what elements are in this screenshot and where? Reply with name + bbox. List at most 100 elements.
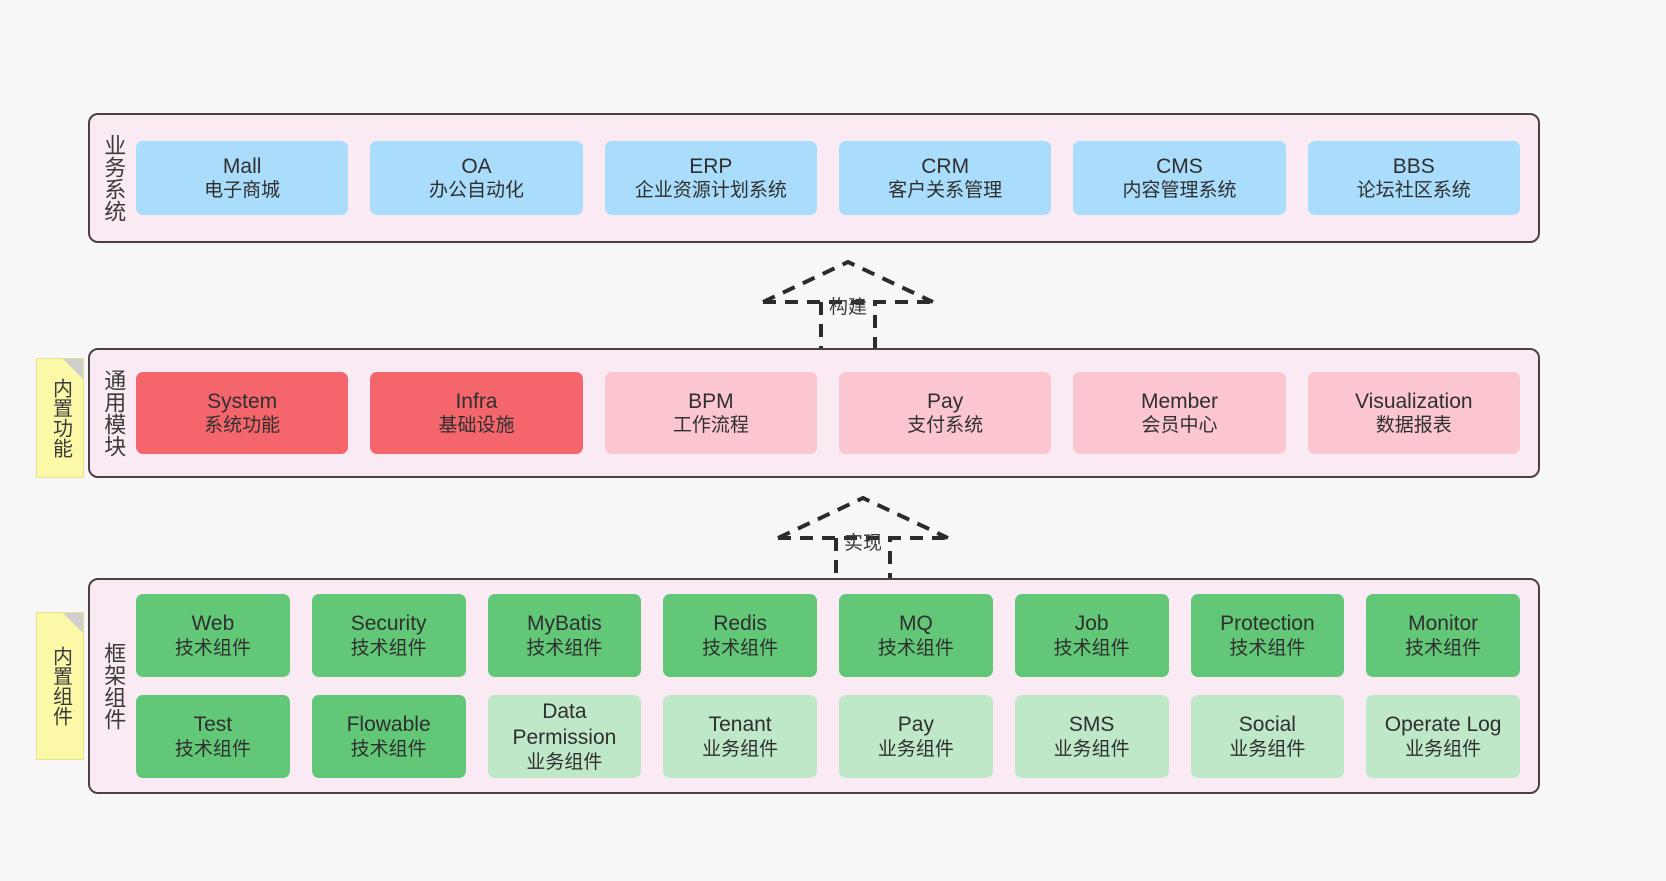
note-fold-icon (63, 613, 83, 633)
node-mybatis-desc: 技术组件 (526, 637, 603, 659)
node-crm-name: CRM (921, 154, 970, 178)
business-system-row: Mall 电子商城 OA 办公自动化 ERP 企业资源计划系统 CRM 客户关系… (136, 141, 1520, 215)
node-security-name: Security (350, 612, 427, 636)
node-bbs-name: BBS (1392, 154, 1435, 178)
note-fold-icon (63, 359, 83, 379)
framework-tech-row: Web 技术组件 Security 技术组件 MyBatis 技术组件 Redi… (136, 594, 1520, 677)
node-tenant[interactable]: Tenant 业务组件 (663, 695, 817, 778)
node-flowable-name: Flowable (346, 713, 431, 737)
node-visualization-name: Visualization (1355, 389, 1473, 413)
node-social-desc: 业务组件 (1229, 738, 1306, 760)
node-social-name: Social (1238, 713, 1296, 737)
node-social[interactable]: Social 业务组件 (1190, 695, 1345, 778)
node-bbs[interactable]: BBS 论坛社区系统 (1307, 141, 1520, 215)
node-bpm[interactable]: BPM 工作流程 (604, 372, 817, 454)
node-pay-component-desc: 业务组件 (877, 738, 954, 760)
node-mq-desc: 技术组件 (877, 637, 954, 659)
node-redis[interactable]: Redis 技术组件 (663, 594, 817, 677)
note-builtin-features: 内置功能 (36, 358, 84, 478)
node-protection-name: Protection (1220, 612, 1315, 636)
node-operate-log-desc: 业务组件 (1405, 738, 1482, 760)
node-member-desc: 会员中心 (1141, 415, 1218, 437)
layer-common-module-body: System 系统功能 Infra 基础设施 BPM 工作流程 Pay 支付系统… (136, 350, 1538, 476)
node-mall[interactable]: Mall 电子商城 (136, 141, 349, 215)
node-pay-module[interactable]: Pay 支付系统 (838, 372, 1052, 454)
node-web[interactable]: Web 技术组件 (136, 594, 290, 677)
layer-business-system: 业务系统 Mall 电子商城 OA 办公自动化 ERP 企业资源计划系统 CRM (88, 113, 1540, 243)
node-oa-desc: 办公自动化 (428, 180, 524, 202)
node-pay-module-name: Pay (927, 389, 964, 413)
node-system-desc: 系统功能 (204, 415, 281, 437)
layer-business-system-title: 业务系统 (101, 134, 127, 222)
node-protection-desc: 技术组件 (1229, 637, 1306, 659)
node-web-name: Web (191, 612, 235, 636)
layer-framework-component-title: 框架组件 (101, 642, 127, 730)
node-pay-component-name: Pay (897, 713, 934, 737)
node-erp-name: ERP (689, 154, 733, 178)
node-visualization-desc: 数据报表 (1375, 415, 1452, 437)
node-mq-name: MQ (898, 612, 933, 636)
node-flowable-desc: 技术组件 (350, 738, 427, 760)
node-monitor-name: Monitor (1408, 612, 1479, 636)
node-visualization[interactable]: Visualization 数据报表 (1307, 372, 1520, 454)
node-system[interactable]: System 系统功能 (136, 372, 349, 454)
node-tenant-desc: 业务组件 (702, 738, 779, 760)
node-test[interactable]: Test 技术组件 (136, 695, 290, 778)
node-oa[interactable]: OA 办公自动化 (370, 141, 583, 215)
node-infra-desc: 基础设施 (438, 415, 515, 437)
node-tenant-name: Tenant (708, 713, 772, 737)
node-job[interactable]: Job 技术组件 (1014, 594, 1169, 677)
node-mybatis[interactable]: MyBatis 技术组件 (487, 594, 642, 677)
node-security-desc: 技术组件 (350, 637, 427, 659)
layer-common-module: 通用模块 System 系统功能 Infra 基础设施 BPM 工作流程 Pay (88, 348, 1540, 478)
note-builtin-components: 内置组件 (36, 612, 84, 760)
node-web-desc: 技术组件 (174, 637, 251, 659)
node-bpm-desc: 工作流程 (672, 415, 749, 437)
connector-build: 构建 (753, 256, 943, 356)
node-job-desc: 技术组件 (1053, 637, 1130, 659)
node-mall-desc: 电子商城 (204, 180, 281, 202)
connector-build-label: 构建 (828, 297, 868, 318)
note-builtin-features-label: 内置功能 (49, 378, 72, 458)
layer-business-system-body: Mall 电子商城 OA 办公自动化 ERP 企业资源计划系统 CRM 客户关系… (136, 115, 1538, 241)
node-infra-name: Infra (455, 389, 498, 413)
node-infra[interactable]: Infra 基础设施 (370, 372, 583, 454)
layer-framework-component: 框架组件 Web 技术组件 Security 技术组件 MyBatis 技术组件… (88, 578, 1540, 794)
node-sms-desc: 业务组件 (1053, 738, 1130, 760)
node-protection[interactable]: Protection 技术组件 (1190, 594, 1345, 677)
node-bbs-desc: 论坛社区系统 (1356, 180, 1471, 202)
node-member[interactable]: Member 会员中心 (1073, 372, 1286, 454)
node-pay-module-desc: 支付系统 (907, 415, 984, 437)
node-flowable[interactable]: Flowable 技术组件 (311, 695, 466, 778)
framework-biz-row: Test 技术组件 Flowable 技术组件 Data Permission … (136, 695, 1520, 778)
connector-realize-label: 实现 (843, 533, 883, 554)
node-operate-log[interactable]: Operate Log 业务组件 (1366, 695, 1520, 778)
node-job-name: Job (1074, 612, 1109, 636)
node-cms[interactable]: CMS 内容管理系统 (1073, 141, 1286, 215)
layer-framework-component-body: Web 技术组件 Security 技术组件 MyBatis 技术组件 Redi… (136, 580, 1538, 792)
node-security[interactable]: Security 技术组件 (311, 594, 466, 677)
node-data-permission[interactable]: Data Permission 业务组件 (487, 695, 642, 778)
note-builtin-components-label: 内置组件 (49, 646, 72, 726)
node-member-name: Member (1140, 389, 1218, 413)
node-mall-name: Mall (222, 154, 262, 178)
node-sms[interactable]: SMS 业务组件 (1014, 695, 1169, 778)
node-operate-log-name: Operate Log (1384, 713, 1502, 737)
common-module-row: System 系统功能 Infra 基础设施 BPM 工作流程 Pay 支付系统… (136, 372, 1520, 454)
node-mq[interactable]: MQ 技术组件 (839, 594, 993, 677)
node-data-permission-desc: 业务组件 (526, 751, 603, 773)
node-bpm-name: BPM (688, 389, 734, 413)
node-redis-name: Redis (713, 612, 767, 636)
node-monitor[interactable]: Monitor 技术组件 (1366, 594, 1520, 677)
node-test-name: Test (193, 713, 233, 737)
connector-realize: 实现 (768, 492, 958, 592)
node-pay-component[interactable]: Pay 业务组件 (839, 695, 993, 778)
node-system-name: System (207, 389, 278, 413)
node-monitor-desc: 技术组件 (1405, 637, 1482, 659)
node-erp-desc: 企业资源计划系统 (634, 180, 787, 202)
node-crm[interactable]: CRM 客户关系管理 (838, 141, 1052, 215)
layer-common-module-title: 通用模块 (101, 369, 127, 457)
node-redis-desc: 技术组件 (702, 637, 779, 659)
node-erp[interactable]: ERP 企业资源计划系统 (604, 141, 817, 215)
node-data-permission-name: Data Permission (512, 700, 617, 749)
